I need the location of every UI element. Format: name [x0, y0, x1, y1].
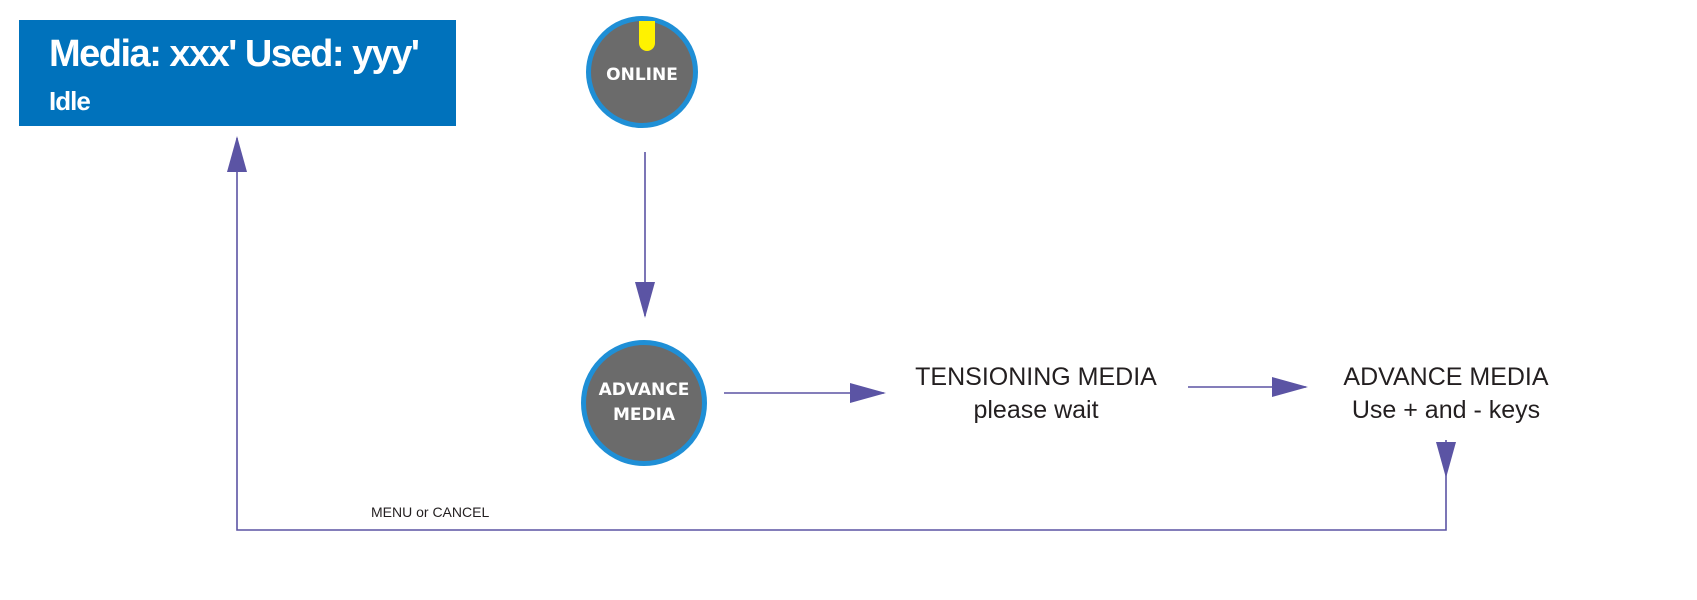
return-path-label: MENU or CANCEL [371, 504, 490, 520]
lcd-display: Media: xxx' Used: yyy' Idle [19, 20, 456, 126]
display-idle-status: Idle [49, 86, 91, 116]
tensioning-message-title: TENSIONING MEDIA [915, 363, 1157, 391]
advance-message-subtitle: Use + and - keys [1351, 395, 1541, 424]
online-led-indicator [639, 21, 655, 51]
arrow-return-to-display [227, 136, 1447, 531]
advance-message-title: ADVANCE MEDIA [1343, 363, 1549, 391]
advance-media-message: ADVANCE MEDIA Use + and - keys [1310, 361, 1582, 426]
advance-media-key-label-line1: ADVANCE [598, 380, 690, 401]
online-key[interactable]: ONLINE [586, 16, 698, 128]
online-key-label: ONLINE [606, 64, 678, 85]
display-media-status: Media: xxx' Used: yyy' [49, 33, 420, 75]
advance-media-key-label-line2: MEDIA [612, 405, 676, 425]
tensioning-media-message: TENSIONING MEDIA please wait [886, 361, 1186, 426]
tensioning-message-subtitle: please wait [973, 395, 1099, 424]
advance-media-key[interactable]: ADVANCE MEDIA [581, 340, 707, 466]
